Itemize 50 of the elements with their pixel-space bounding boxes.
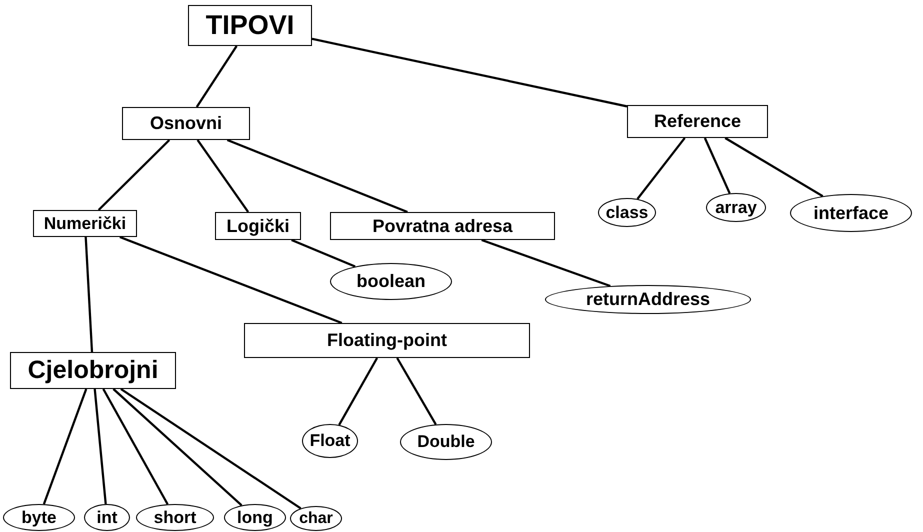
connector-line <box>338 357 378 426</box>
connector-line <box>636 137 686 200</box>
node-label: interface <box>813 202 889 224</box>
connector-line <box>120 388 302 510</box>
ellipse-node <box>84 504 130 531</box>
node-label: Reference <box>654 111 742 132</box>
category-box <box>215 212 301 240</box>
connector-line <box>312 38 628 108</box>
connector-line <box>84 236 94 352</box>
category-box <box>10 352 176 389</box>
connector-line <box>291 238 356 268</box>
category-box <box>122 107 250 140</box>
category-box <box>33 210 137 237</box>
connector-line <box>396 357 437 425</box>
category-box <box>627 105 768 138</box>
ellipse-node <box>290 506 342 531</box>
connector-line <box>119 236 342 324</box>
node-label: byte <box>22 508 56 528</box>
node-label: long <box>237 508 273 528</box>
connector-line <box>94 388 107 504</box>
connector-line <box>102 388 169 505</box>
node-label: Float <box>310 431 350 451</box>
node-label: char <box>299 510 333 528</box>
node-label: boolean <box>356 271 426 292</box>
connector-line <box>196 139 250 213</box>
connector-line <box>42 388 88 504</box>
node-label: class <box>606 202 648 222</box>
node-label: Double <box>417 432 475 452</box>
connector-line <box>196 45 238 108</box>
node-label: array <box>715 198 757 218</box>
connector-line <box>704 138 731 194</box>
node-label: int <box>96 508 118 528</box>
node-label: short <box>154 508 196 528</box>
node-label: Povratna adresa <box>372 216 513 236</box>
node-label: Logički <box>226 216 290 236</box>
connector-line <box>481 238 611 288</box>
connector-line <box>226 138 408 214</box>
node-label: returnAddress <box>586 289 710 310</box>
node-label: TIPOVI <box>206 10 294 41</box>
node-label: Floating-point <box>327 330 447 351</box>
node-label: Cjelobrojni <box>28 356 158 385</box>
connector-line <box>724 137 824 198</box>
connector-line <box>112 388 242 506</box>
node-label: Osnovni <box>150 113 222 134</box>
node-label: Numerički <box>44 214 126 234</box>
category-box <box>244 323 530 358</box>
category-box <box>330 212 555 240</box>
category-box <box>188 5 312 46</box>
connector-line <box>98 139 170 211</box>
ellipse-node <box>302 424 358 458</box>
